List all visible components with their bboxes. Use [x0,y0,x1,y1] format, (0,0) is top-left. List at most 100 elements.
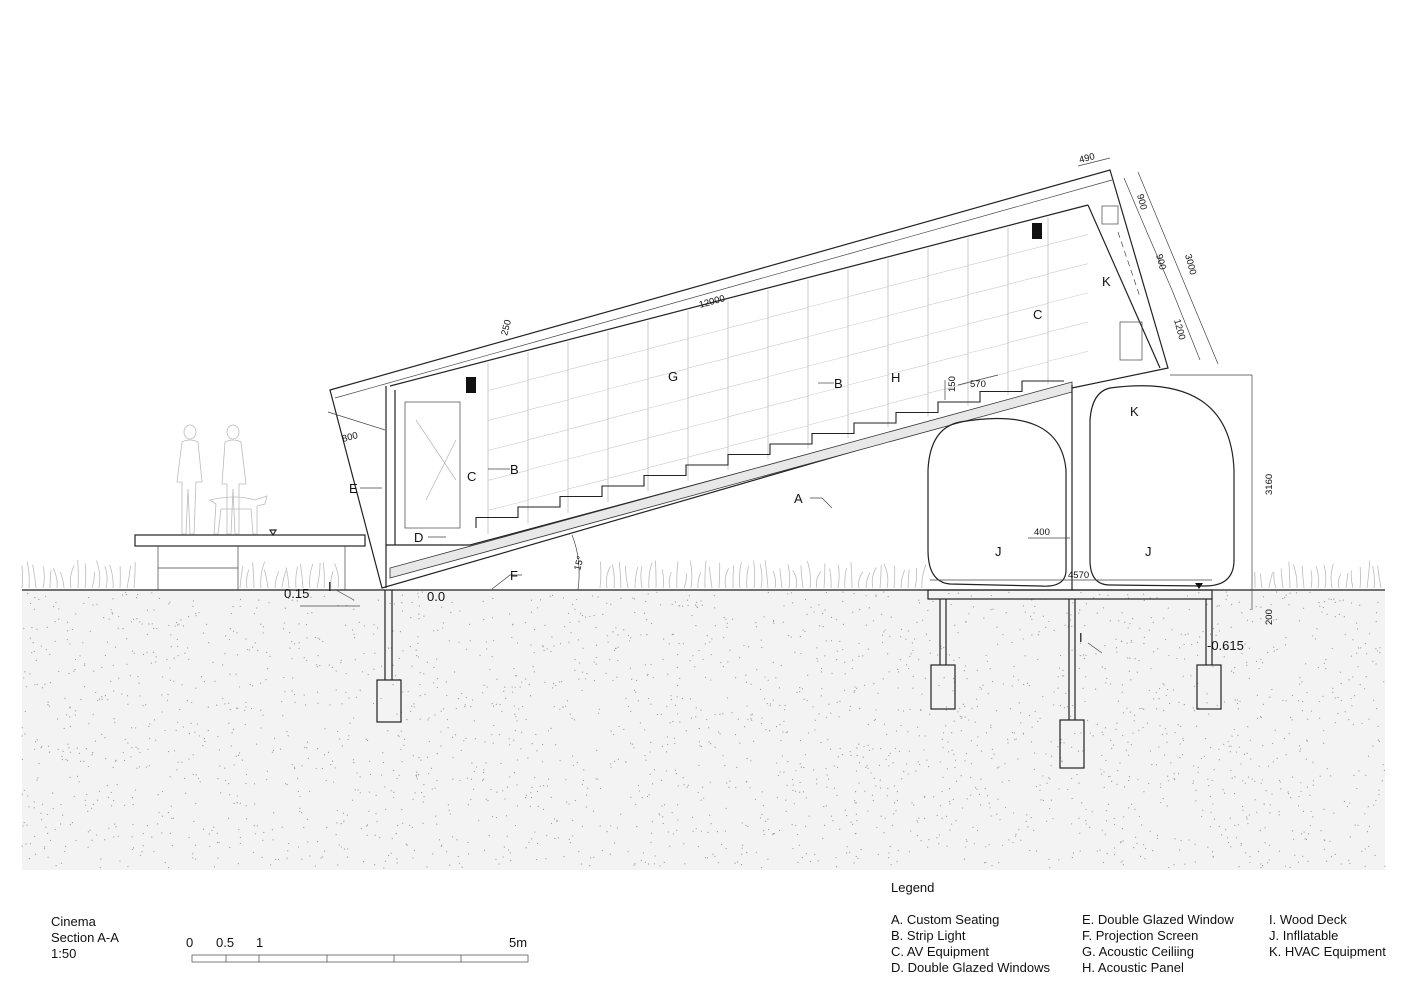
ground-stipple [21,591,1386,869]
stipple-dot [914,638,916,640]
stipple-dot [54,828,56,831]
stipple-dot [178,623,180,625]
stipple-dot [66,639,68,641]
stipple-dot [516,759,519,761]
stipple-dot [880,613,883,615]
stipple-dot [1168,702,1171,705]
stipple-dot [1213,818,1216,820]
stipple-dot [964,716,966,718]
stipple-dot [531,743,533,745]
stipple-dot [767,858,769,860]
stipple-dot [353,637,356,639]
stipple-dot [68,747,70,749]
stipple-dot [1182,737,1184,739]
stipple-dot [379,837,381,839]
stipple-dot [870,772,872,774]
stipple-dot [253,612,256,615]
stipple-dot [167,811,169,814]
stipple-dot [1234,699,1236,701]
stipple-dot [34,835,36,837]
stipple-dot [491,734,493,736]
stipple-dot [1334,697,1336,699]
stipple-dot [755,851,757,853]
stipple-dot [792,784,794,786]
stipple-dot [519,686,521,688]
stipple-dot [652,676,654,679]
stipple-dot [1202,630,1204,633]
stipple-dot [1132,617,1134,620]
stipple-dot [237,754,240,756]
stipple-dot [1108,776,1110,778]
stipple-dot [192,773,194,776]
stipple-dot [390,852,392,854]
stipple-dot [303,826,305,829]
stipple-dot [1161,733,1164,736]
stipple-dot [392,630,394,632]
stipple-dot [73,670,75,672]
stipple-dot [214,680,216,682]
stipple-dot [1270,603,1272,606]
people-figures [176,424,268,535]
stipple-dot [915,770,917,772]
stipple-dot [856,747,858,749]
stipple-dot [581,783,584,785]
stipple-dot [91,839,93,841]
stipple-dot [1298,795,1300,798]
stipple-dot [423,615,425,617]
stipple-dot [1122,734,1124,737]
stipple-dot [446,694,448,697]
stipple-dot [676,653,679,656]
stipple-dot [916,835,919,837]
stipple-dot [858,743,860,745]
stipple-dot [1312,780,1314,782]
stipple-dot [677,785,679,787]
stipple-dot [1071,649,1073,651]
stipple-dot [236,632,238,634]
dim-step-h: 150 [947,376,958,392]
stipple-dot [1208,785,1210,787]
stipple-dot [691,816,694,818]
stipple-dot [1210,811,1212,813]
stipple-dot [726,622,728,624]
stipple-dot [131,747,133,749]
stipple-dot [636,679,638,682]
stipple-dot [867,810,869,812]
stipple-dot [167,867,170,869]
stipple-dot [1314,638,1317,640]
stipple-dot [138,766,140,768]
stipple-dot [872,620,875,622]
stipple-dot [1209,826,1211,828]
stipple-dot [887,787,889,789]
stipple-dot [867,723,869,726]
stipple-dot [1262,662,1264,664]
stipple-dot [1034,710,1036,713]
stipple-dot [606,635,608,637]
stipple-dot [825,805,827,807]
stipple-dot [217,778,219,780]
stipple-dot [793,803,795,805]
stipple-dot [395,833,397,835]
stipple-dot [514,686,516,688]
stipple-dot [1210,746,1212,749]
stipple-dot [1285,754,1287,756]
stipple-dot [1251,621,1254,623]
stipple-dot [528,683,530,686]
stipple-dot [938,834,940,836]
stipple-dot [1179,849,1181,851]
stipple-dot [91,807,93,809]
stipple-dot [33,608,36,610]
stipple-dot [597,596,599,598]
stipple-dot [859,707,861,710]
panel-seam [567,448,609,460]
stipple-dot [1115,728,1117,730]
stipple-dot [1312,635,1314,637]
stipple-dot [99,867,101,869]
stipple-dot [772,661,774,663]
stipple-dot [959,707,961,709]
stipple-dot [993,753,995,755]
stipple-dot [438,839,441,841]
stipple-dot [701,604,703,606]
stipple-dot [1172,689,1175,691]
stipple-dot [324,728,326,730]
stipple-dot [21,793,23,795]
